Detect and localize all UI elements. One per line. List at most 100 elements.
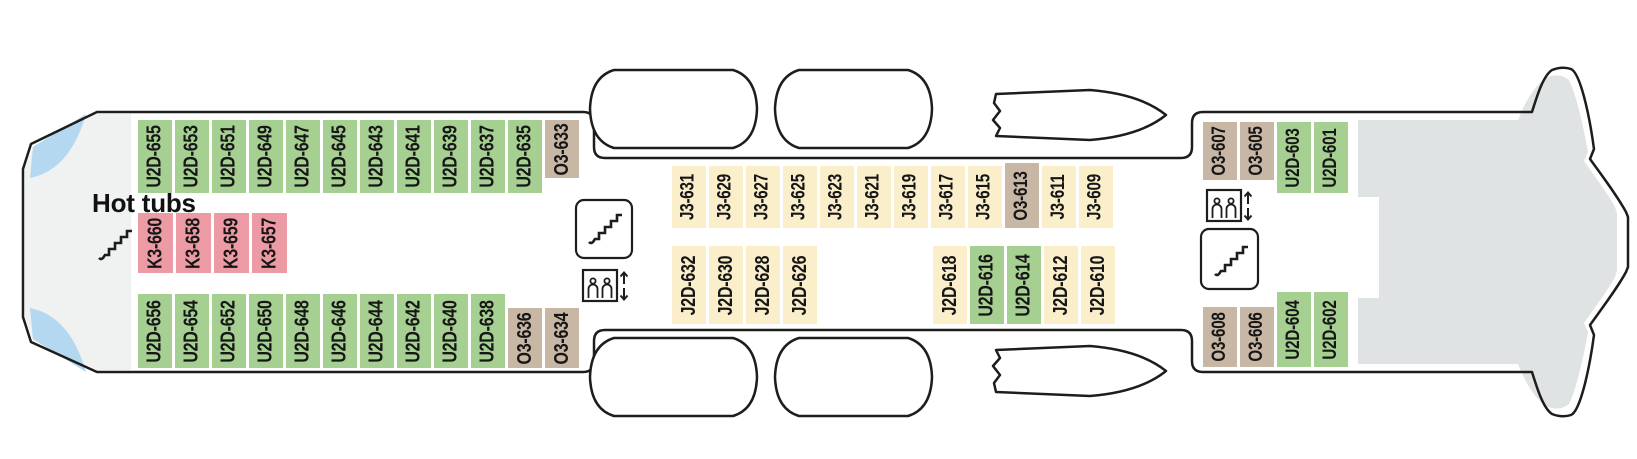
hot-tub-icon bbox=[30, 308, 86, 372]
cabin-label: J3-623 bbox=[826, 174, 847, 220]
cabin-J2D-632[interactable]: J2D-632 bbox=[672, 246, 706, 324]
cabin-U2D-641[interactable]: U2D-641 bbox=[397, 120, 431, 193]
cabin-J3-617[interactable]: J3-617 bbox=[931, 166, 965, 228]
cabin-label: U2D-651 bbox=[217, 125, 240, 188]
cabin-J2D-618[interactable]: J2D-618 bbox=[933, 246, 967, 324]
cabin-U2D-614[interactable]: U2D-614 bbox=[1007, 246, 1041, 324]
cabin-U2D-646[interactable]: U2D-646 bbox=[323, 294, 357, 368]
cabin-J2D-628[interactable]: J2D-628 bbox=[746, 246, 780, 324]
cabin-U2D-652[interactable]: U2D-652 bbox=[212, 294, 246, 368]
cabin-label: J3-621 bbox=[863, 174, 884, 220]
cabin-O3-606[interactable]: O3-606 bbox=[1240, 307, 1274, 367]
cabin-label: J3-619 bbox=[900, 174, 921, 220]
cabin-label: U2D-638 bbox=[476, 299, 499, 363]
cabin-U2D-645[interactable]: U2D-645 bbox=[323, 120, 357, 193]
cabin-label: U2D-616 bbox=[975, 253, 998, 317]
cabin-O3-613[interactable]: O3-613 bbox=[1005, 163, 1039, 228]
cabin-label: J2D-612 bbox=[1049, 255, 1072, 315]
cabin-label: J3-609 bbox=[1085, 174, 1106, 220]
cabin-label: U2D-656 bbox=[143, 299, 166, 363]
cabin-O3-634[interactable]: O3-634 bbox=[545, 308, 579, 368]
cabin-label: U2D-644 bbox=[365, 299, 388, 363]
cabin-U2D-647[interactable]: U2D-647 bbox=[286, 120, 320, 193]
cabin-J3-629[interactable]: J3-629 bbox=[709, 166, 743, 228]
cabin-J3-621[interactable]: J3-621 bbox=[857, 166, 891, 228]
cabin-J3-619[interactable]: J3-619 bbox=[894, 166, 928, 228]
cabin-label: J3-625 bbox=[789, 174, 810, 220]
cabin-O3-636[interactable]: O3-636 bbox=[508, 308, 542, 368]
bow-deck-area bbox=[1358, 75, 1617, 409]
cabin-U2D-637[interactable]: U2D-637 bbox=[471, 120, 505, 193]
cabin-U2D-602[interactable]: U2D-602 bbox=[1314, 292, 1348, 367]
cabin-J2D-630[interactable]: J2D-630 bbox=[709, 246, 743, 324]
cabin-K3-658[interactable]: K3-658 bbox=[176, 213, 211, 273]
cabin-U2D-648[interactable]: U2D-648 bbox=[286, 294, 320, 368]
cabin-U2D-639[interactable]: U2D-639 bbox=[434, 120, 468, 193]
cabin-U2D-638[interactable]: U2D-638 bbox=[471, 294, 505, 368]
cabin-J3-625[interactable]: J3-625 bbox=[783, 166, 817, 228]
cabin-U2D-603[interactable]: U2D-603 bbox=[1277, 122, 1311, 193]
cabin-label: U2D-650 bbox=[254, 299, 277, 363]
cabin-label: U2D-654 bbox=[180, 299, 203, 363]
cabin-label: U2D-635 bbox=[513, 125, 536, 188]
cabin-J3-627[interactable]: J3-627 bbox=[746, 166, 780, 228]
cabin-J3-609[interactable]: J3-609 bbox=[1079, 166, 1113, 228]
cabin-label: U2D-642 bbox=[402, 299, 425, 363]
cabin-label: U2D-640 bbox=[439, 299, 462, 363]
cabin-label: U2D-602 bbox=[1320, 299, 1341, 360]
cabin-label: O3-634 bbox=[550, 312, 573, 364]
cabin-U2D-649[interactable]: U2D-649 bbox=[249, 120, 283, 193]
cabin-U2D-654[interactable]: U2D-654 bbox=[175, 294, 209, 368]
cabin-label: J3-615 bbox=[974, 174, 995, 220]
cabin-J2D-626[interactable]: J2D-626 bbox=[783, 246, 817, 324]
cabin-label: U2D-601 bbox=[1320, 127, 1341, 188]
cabin-label: K3-657 bbox=[258, 217, 281, 269]
cabin-J3-611[interactable]: J3-611 bbox=[1042, 166, 1076, 228]
cabin-label: J3-611 bbox=[1048, 174, 1070, 220]
cabin-label: U2D-645 bbox=[328, 125, 351, 188]
cabin-U2D-635[interactable]: U2D-635 bbox=[508, 120, 542, 193]
cabin-J2D-610[interactable]: J2D-610 bbox=[1081, 246, 1115, 324]
cabin-label: K3-659 bbox=[220, 217, 243, 269]
stairs-icon bbox=[574, 198, 634, 260]
cabin-label: J3-629 bbox=[715, 174, 736, 220]
cabin-U2D-640[interactable]: U2D-640 bbox=[434, 294, 468, 368]
cabin-O3-633[interactable]: O3-633 bbox=[545, 120, 579, 178]
cabin-label: J2D-610 bbox=[1086, 255, 1109, 315]
cabin-label: O3-606 bbox=[1246, 312, 1268, 362]
cabin-label: J2D-630 bbox=[714, 255, 737, 315]
cabin-U2D-643[interactable]: U2D-643 bbox=[360, 120, 394, 193]
cabin-U2D-653[interactable]: U2D-653 bbox=[175, 120, 209, 193]
cabin-U2D-604[interactable]: U2D-604 bbox=[1277, 292, 1311, 367]
cabin-J3-615[interactable]: J3-615 bbox=[968, 166, 1002, 228]
hot-tub-icon bbox=[30, 114, 86, 178]
cabin-U2D-616[interactable]: U2D-616 bbox=[970, 246, 1004, 324]
cabin-label: U2D-603 bbox=[1283, 127, 1304, 188]
cabin-U2D-651[interactable]: U2D-651 bbox=[212, 120, 246, 193]
cabin-label: U2D-604 bbox=[1283, 299, 1304, 360]
cabin-J3-631[interactable]: J3-631 bbox=[672, 166, 706, 228]
cabin-label: U2D-653 bbox=[180, 125, 203, 188]
cabin-U2D-655[interactable]: U2D-655 bbox=[138, 120, 172, 193]
cabin-U2D-642[interactable]: U2D-642 bbox=[397, 294, 431, 368]
cabin-U2D-601[interactable]: U2D-601 bbox=[1314, 122, 1348, 193]
cabin-U2D-644[interactable]: U2D-644 bbox=[360, 294, 394, 368]
cabin-label: J3-631 bbox=[678, 174, 699, 220]
cabin-O3-608[interactable]: O3-608 bbox=[1203, 307, 1237, 367]
cabin-O3-605[interactable]: O3-605 bbox=[1240, 122, 1274, 180]
cabin-label: J2D-618 bbox=[938, 255, 961, 315]
cabin-J3-623[interactable]: J3-623 bbox=[820, 166, 854, 228]
cabin-K3-659[interactable]: K3-659 bbox=[214, 213, 249, 273]
cabin-K3-657[interactable]: K3-657 bbox=[252, 213, 287, 273]
cabin-U2D-656[interactable]: U2D-656 bbox=[138, 294, 172, 368]
cabin-K3-660[interactable]: K3-660 bbox=[138, 213, 173, 273]
cabin-J2D-612[interactable]: J2D-612 bbox=[1044, 246, 1078, 324]
cabin-O3-607[interactable]: O3-607 bbox=[1203, 122, 1237, 180]
cabin-label: J2D-628 bbox=[751, 255, 774, 315]
cabin-label: J2D-626 bbox=[788, 255, 811, 315]
cabin-label: U2D-637 bbox=[476, 125, 499, 188]
cabin-U2D-650[interactable]: U2D-650 bbox=[249, 294, 283, 368]
